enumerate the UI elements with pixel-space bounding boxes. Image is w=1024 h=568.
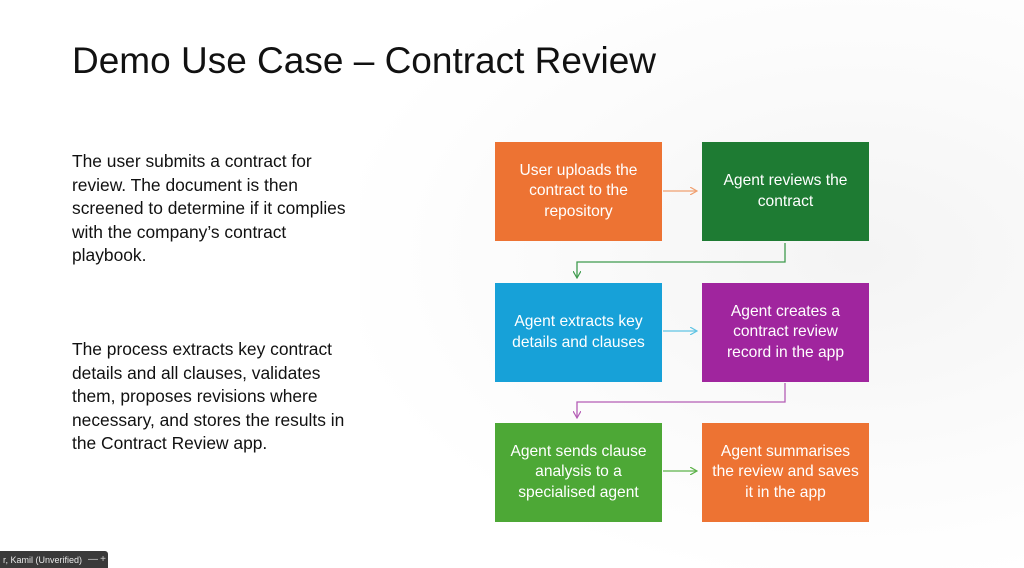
flow-step-extract-label: Agent extracts key details and clauses xyxy=(512,313,645,351)
slide-title: Demo Use Case – Contract Review xyxy=(72,40,656,81)
flow-step-review-label: Agent reviews the contract xyxy=(723,172,848,210)
flow-step-extract: Agent extracts key details and clauses xyxy=(495,283,662,382)
slide-background-decoration xyxy=(360,0,1024,568)
flow-step-create-record-label: Agent creates a contract review record i… xyxy=(726,302,845,361)
add-icon[interactable]: + xyxy=(100,554,106,565)
flow-step-upload: User uploads the contract to the reposit… xyxy=(495,142,662,241)
minimize-icon[interactable]: — xyxy=(88,554,98,565)
flow-step-summarise: Agent summarises the review and saves it… xyxy=(702,423,869,522)
flow-step-upload-label: User uploads the contract to the reposit… xyxy=(519,161,638,220)
flow-step-summarise-label: Agent summarises the review and saves it… xyxy=(712,442,859,501)
flow-step-review: Agent reviews the contract xyxy=(702,142,869,241)
presenter-name: r, Kamil (Unverified) xyxy=(3,554,83,565)
presenter-name-tag[interactable]: r, Kamil (Unverified) — + xyxy=(0,551,108,568)
flow-step-send-analysis-label: Agent sends clause analysis to a special… xyxy=(510,442,647,501)
flow-step-send-analysis: Agent sends clause analysis to a special… xyxy=(495,423,662,522)
description-paragraph-1: The user submits a contract for review. … xyxy=(72,151,346,266)
flow-step-create-record: Agent creates a contract review record i… xyxy=(702,283,869,382)
description-paragraph-2: The process extracts key contract detail… xyxy=(72,339,345,454)
